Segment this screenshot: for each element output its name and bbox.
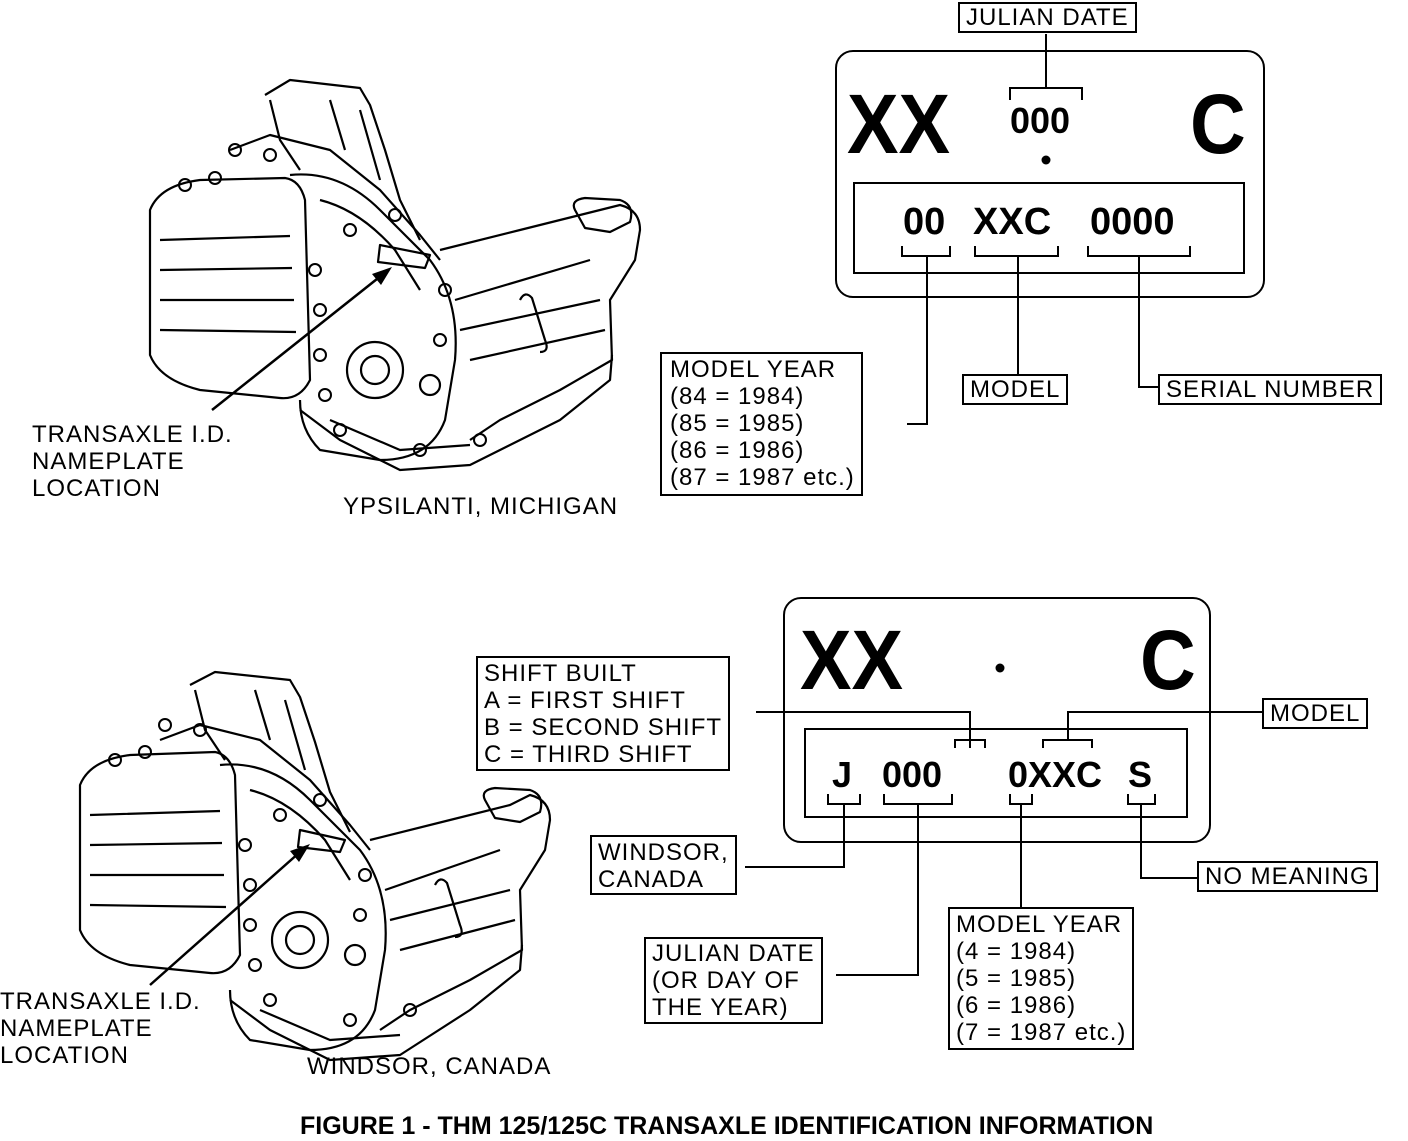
nameplate-location-label-top: TRANSAXLE I.D. NAMEPLATE LOCATION [32, 421, 233, 502]
nameplate-line-2: NAMEPLATE [0, 1015, 153, 1042]
shift-built-box: SHIFT BUILT A = FIRST SHIFT B = SECOND S… [476, 656, 731, 771]
code-s-bottom: S [1128, 754, 1153, 795]
julian-line-3: THE YEAR) [652, 994, 789, 1021]
julian-line-1: JULIAN DATE [652, 940, 815, 967]
model-year-line-1: MODEL YEAR [956, 911, 1123, 938]
shift-line-4: C = THIRD SHIFT [484, 741, 693, 768]
nameplate-line-1: TRANSAXLE I.D. [0, 988, 201, 1015]
julian-date-label-top: JULIAN DATE [958, 2, 1137, 33]
code-model-bottom: 0XXC [1008, 754, 1103, 795]
model-label-bottom: MODEL [1262, 698, 1369, 729]
code-julian-bottom: 000 [882, 754, 943, 795]
julian-line-2: (OR DAY OF [652, 967, 800, 994]
model-year-line-2: (4 = 1984) [956, 938, 1077, 965]
nameplate-code-box-bottom [804, 728, 1188, 818]
code-j-bottom: J [832, 754, 853, 795]
model-year-line-2: (84 = 1984) [670, 383, 805, 410]
model-year-line-4: (86 = 1986) [670, 437, 805, 464]
nameplate-location-label-bottom: TRANSAXLE I.D. NAMEPLATE LOCATION [0, 988, 201, 1069]
nameplate-code-box-top [853, 182, 1245, 274]
windsor-line-2: CANADA [598, 866, 705, 893]
shift-line-2: A = FIRST SHIFT [484, 687, 686, 714]
model-year-line-3: (5 = 1985) [956, 965, 1077, 992]
plate-xx-bottom: XX [800, 613, 904, 707]
no-meaning-label: NO MEANING [1197, 861, 1378, 892]
code-serial-top: 0000 [1090, 201, 1175, 243]
plate-c-top: C [1190, 77, 1246, 171]
serial-number-label-top: SERIAL NUMBER [1158, 374, 1383, 405]
nameplate-line-2: NAMEPLATE [32, 448, 185, 475]
code-year-top: 00 [903, 201, 946, 243]
model-year-line-1: MODEL YEAR [670, 356, 837, 383]
model-year-line-4: (6 = 1986) [956, 992, 1077, 1019]
plate-julian-top: 000 [1010, 100, 1071, 141]
nameplate-line-3: LOCATION [0, 1042, 129, 1069]
figure-caption: FIGURE 1 - THM 125/125C TRANSAXLE IDENTI… [300, 1112, 1154, 1140]
model-year-line-5: (7 = 1987 etc.) [956, 1019, 1127, 1046]
location-caption-bottom: WINDSOR, CANADA [307, 1053, 552, 1080]
model-year-box-top: MODEL YEAR (84 = 1984) (85 = 1985) (86 =… [660, 352, 863, 496]
model-year-box-bottom: MODEL YEAR (4 = 1984) (5 = 1985) (6 = 19… [948, 907, 1135, 1050]
nameplate-line-3: LOCATION [32, 475, 161, 502]
julian-date-box-bottom: JULIAN DATE (OR DAY OF THE YEAR) [644, 937, 823, 1024]
shift-line-1: SHIFT BUILT [484, 660, 637, 687]
code-model-top: XXC [973, 201, 1052, 243]
windsor-line-1: WINDSOR, [598, 839, 729, 866]
model-label-top: MODEL [962, 374, 1069, 405]
model-year-line-3: (85 = 1985) [670, 410, 805, 437]
plate-xx-top: XX [847, 77, 951, 171]
plate-c-bottom: C [1140, 613, 1196, 707]
model-year-line-5: (87 = 1987 etc.) [670, 464, 855, 491]
nameplate-line-1: TRANSAXLE I.D. [32, 421, 233, 448]
shift-line-3: B = SECOND SHIFT [484, 714, 723, 741]
windsor-canada-box: WINDSOR, CANADA [590, 835, 737, 895]
location-caption-top: YPSILANTI, MICHIGAN [343, 493, 619, 520]
